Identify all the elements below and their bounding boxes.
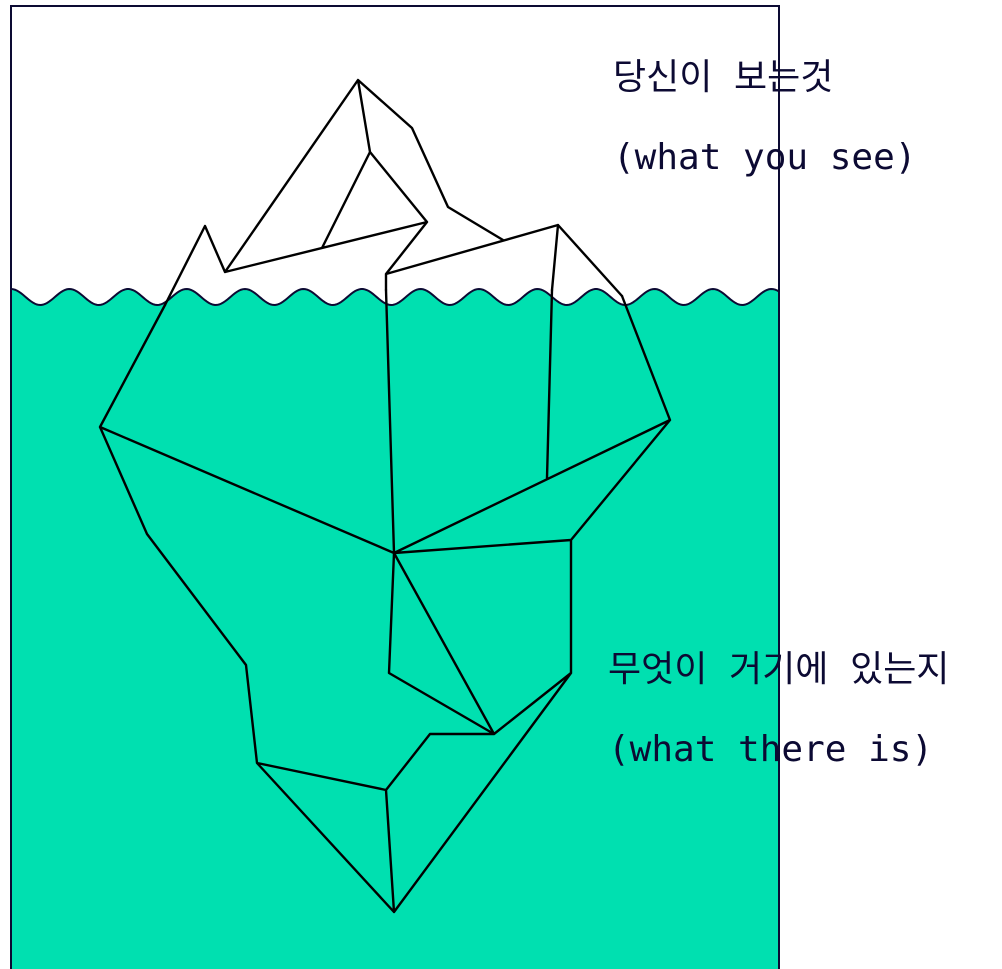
label-below-water-english: (what there is) xyxy=(608,728,933,772)
iceberg-tip xyxy=(165,80,622,305)
label-below-water-korean: 무엇이 거기에 있는지 xyxy=(608,648,949,692)
label-above-water-korean: 당신이 보는것 xyxy=(613,56,833,100)
water-body xyxy=(11,289,779,969)
label-above-water-english: (what you see) xyxy=(613,136,916,180)
